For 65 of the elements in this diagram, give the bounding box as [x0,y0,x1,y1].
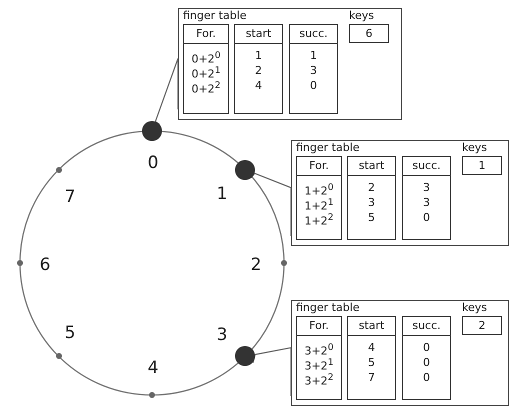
identifier-label: 2 [250,256,262,274]
node-dot [235,346,256,366]
identifier-label: 3 [216,326,228,344]
table-cell-text: 0 [422,211,431,224]
table-cell-text: 4 [254,79,263,92]
table-cell-text: 5 [367,356,376,369]
identifier-label: 1 [216,185,228,203]
table-cell: 1 [462,156,502,175]
column-header: succ. [403,317,450,336]
finger-table-box [291,300,509,406]
table-cell-text: 0 [309,79,318,92]
column-header: keys [462,301,487,315]
column-header: succ. [290,25,337,44]
table-cell-text: 2 [367,181,376,194]
table-cell-text: 3 [309,64,318,77]
table-cell: 6 [349,24,389,43]
table-cell-text: 3+2$^{0}$ [303,341,335,358]
table-cell-text: 0 [422,356,431,369]
table-cell-text: 3+2$^{1}$ [303,356,335,373]
column-header: succ. [403,157,450,176]
column-header: start [348,317,395,336]
node-dot [142,121,162,141]
identifier-label: 5 [64,324,76,342]
table-cell-text: 1+2$^{0}$ [303,181,335,198]
table-cell-text: 0 [422,371,431,384]
finger-table-box [291,140,509,246]
column-header: keys [349,9,374,23]
table-title: finger table [296,141,360,155]
column-header: keys [462,141,487,155]
identifier-label: 4 [146,359,160,377]
table-cell-text: 3 [422,181,431,194]
identifier-dot [17,260,23,266]
identifier-dot [56,166,62,173]
table-cell-text: 3+2$^{2}$ [303,371,335,388]
identifier-dot [149,392,155,398]
table-cell-text: 0+2$^{1}$ [190,64,222,81]
table-cell-text: 1+2$^{1}$ [303,196,335,213]
table-cell-text: 2 [254,64,263,77]
identifier-dot [281,260,287,266]
table-cell-text: 3 [367,196,376,209]
identifier-label: 6 [38,256,52,274]
table-title: finger table [183,9,247,23]
table-cell-text: 3 [422,196,431,209]
column-header: For. [297,157,341,176]
finger-table-box [178,8,402,120]
table-cell-text: 1 [309,49,318,62]
identifier-label: 7 [64,188,76,206]
table-cell-text: 4 [367,341,376,354]
identifier-label: 0 [146,154,160,172]
table-cell-text: 7 [367,371,376,384]
table-cell-text: 1 [254,49,263,62]
table-cell: 2 [462,316,502,335]
table-cell-text: 1+2$^{2}$ [303,211,335,228]
column-header: start [348,157,395,176]
node-dot [235,160,256,180]
column-header: For. [184,25,228,44]
table-cell-text: 0+2$^{0}$ [190,49,222,66]
table-cell-text: 5 [367,211,376,224]
column-header: For. [297,317,341,336]
callout-line [252,346,292,396]
column-header: start [235,25,282,44]
table-cell-text: 0+2$^{2}$ [190,79,222,96]
identifier-dot [56,353,62,360]
table-title: finger table [296,301,360,315]
table-cell-text: 0 [422,341,431,354]
